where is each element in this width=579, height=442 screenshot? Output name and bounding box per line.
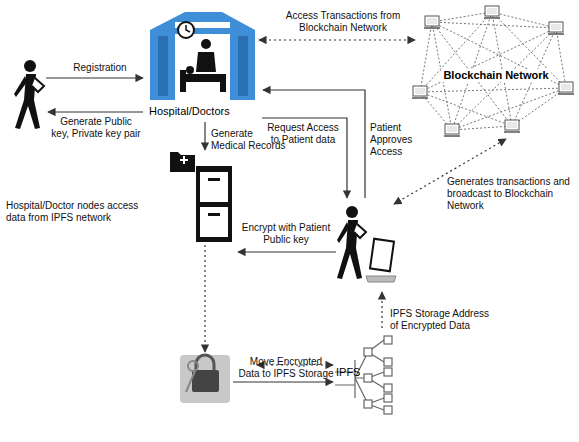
records-cabinet xyxy=(170,152,232,242)
connector-label: Hospital/Doctor nodes access data from I… xyxy=(6,200,142,224)
flow-label: Patient Approves Access xyxy=(370,122,442,158)
patient-figure xyxy=(337,206,396,282)
connector-label: Access Transactions from Blockchain Netw… xyxy=(282,10,404,34)
node-title: Blockchain Network xyxy=(441,69,550,82)
ipfs-node: IPFS xyxy=(335,330,397,412)
flow-label: Registration xyxy=(58,62,142,74)
blockchain-node: Blockchain Network xyxy=(415,5,577,145)
flow-label: Encrypt with Patient Public key xyxy=(240,222,332,246)
flow-label: Move Encrypted Data to IPFS Storage xyxy=(238,356,334,380)
flow-arrow xyxy=(46,78,365,382)
hospital-node: Hospital/Doctors xyxy=(145,3,257,120)
flow-label: Request Access to Patient data xyxy=(262,122,344,146)
hospital-icon xyxy=(150,12,255,100)
flow-label: IPFS Storage Address of Encrypted Data xyxy=(390,308,500,332)
dotted-connector xyxy=(259,39,415,40)
encryption-lock xyxy=(180,355,230,403)
dotted-arrow xyxy=(205,139,506,352)
flow-label: Generate Public key, Private key pair xyxy=(50,116,142,140)
flow-label: Generates transactions and broadcast to … xyxy=(447,176,575,212)
patient-figure xyxy=(14,60,44,129)
ipfs-network-icon xyxy=(335,336,392,414)
node-title: Hospital/Doctors xyxy=(149,105,230,118)
blockchain-mesh xyxy=(412,6,574,136)
node-title: IPFS xyxy=(336,366,360,379)
